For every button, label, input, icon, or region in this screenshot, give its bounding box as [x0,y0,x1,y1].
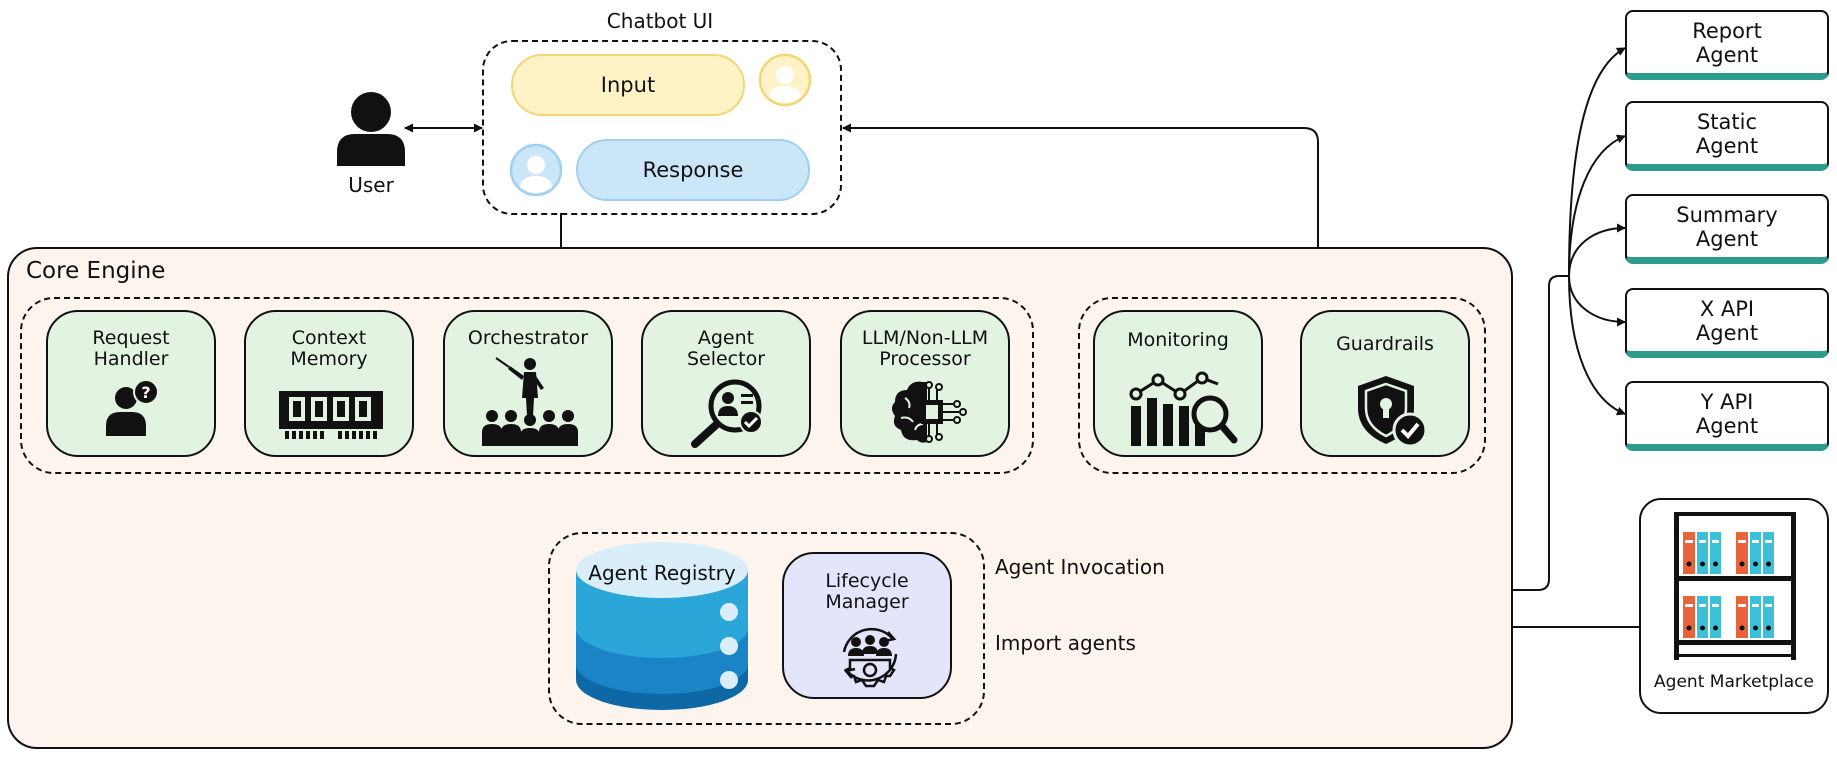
agent-registry-label: Agent Registry [588,561,736,585]
magnifier-user-icon [691,379,763,448]
brain-chip-icon [892,381,967,443]
x-api-agent-card[interactable]: X API Agent [1625,288,1829,358]
core-engine-title: Core Engine [26,258,166,284]
fan-report [1568,47,1626,277]
summary-agent-label-1: Summary [1676,202,1778,227]
context-memory-label-2: Memory [290,348,368,370]
orchestrator-card[interactable]: Orchestrator [443,310,613,457]
lifecycle-label-2: Manager [825,591,909,613]
user-label: User [348,173,394,197]
request-handler-label-2: Handler [93,348,169,370]
static-agent-label-2: Agent [1695,133,1759,158]
bot-avatar-icon [758,53,812,107]
guardrails-chatbot-arrow [842,123,1319,297]
report-agent-label-2: Agent [1695,42,1759,67]
report-agent-label-1: Report [1692,18,1762,43]
chatbot-ui-panel [482,40,842,215]
monitoring-group [1078,297,1486,474]
agent-marketplace-panel[interactable] [1639,498,1829,714]
database-icon [576,542,748,710]
report-agent-card[interactable]: Report Agent [1625,10,1829,80]
components-group [20,297,1034,474]
monitoring-label: Monitoring [1127,329,1229,351]
summary-agent-label-2: Agent [1695,226,1759,251]
x-api-agent-label-1: X API [1699,296,1755,321]
agent-invocation-label: Agent Invocation [995,555,1165,579]
y-api-agent-card[interactable]: Y API Agent [1625,381,1829,451]
fan-summary [1568,223,1626,277]
summary-agent-card[interactable]: Summary Agent [1625,194,1829,264]
agent-marketplace-label: Agent Marketplace [1654,672,1814,692]
fan-static [1568,134,1626,277]
agent-selector-label-1: Agent [697,327,755,349]
input-field[interactable]: Input [511,54,745,116]
guardrails-label: Guardrails [1336,333,1434,355]
guardrails-card[interactable]: Guardrails [1300,310,1470,457]
conductor-icon [482,357,578,446]
bookshelf-icon [1674,512,1796,660]
user-icon [337,92,405,166]
agent-invocation-line [985,275,1569,591]
chart-magnifier-icon [1129,371,1238,446]
fan-yapi [1568,275,1626,416]
x-api-agent-label-2: Agent [1695,320,1759,345]
monitoring-card[interactable]: Monitoring [1093,310,1263,457]
user-question-icon: ? [106,379,159,436]
lifecycle-label-1: Lifecycle [825,570,909,592]
registry-group [548,532,985,725]
request-handler-label-1: Request [92,327,170,349]
shield-check-icon [1358,376,1428,448]
gear-people-icon [842,627,898,688]
svg-text:?: ? [141,383,150,402]
agent-selector-label-2: Selector [686,348,766,370]
fan-xapi [1568,275,1626,327]
y-api-agent-label-2: Agent [1695,413,1759,438]
static-agent-card[interactable]: Static Agent [1625,101,1829,171]
llm-processor-label-1: LLM/Non-LLM [861,327,989,349]
y-api-agent-label-1: Y API [1700,389,1754,414]
llm-processor-label-2: Processor [879,348,971,370]
response-field[interactable]: Response [576,139,810,201]
static-agent-label-1: Static [1696,109,1758,134]
user-avatar-icon [509,143,563,197]
memory-chip-icon [279,391,383,439]
orchestrator-label: Orchestrator [467,327,589,349]
context-memory-label-1: Context [291,327,367,349]
chatbot-title: Chatbot UI [606,9,714,33]
import-agents-label: Import agents [995,631,1136,655]
